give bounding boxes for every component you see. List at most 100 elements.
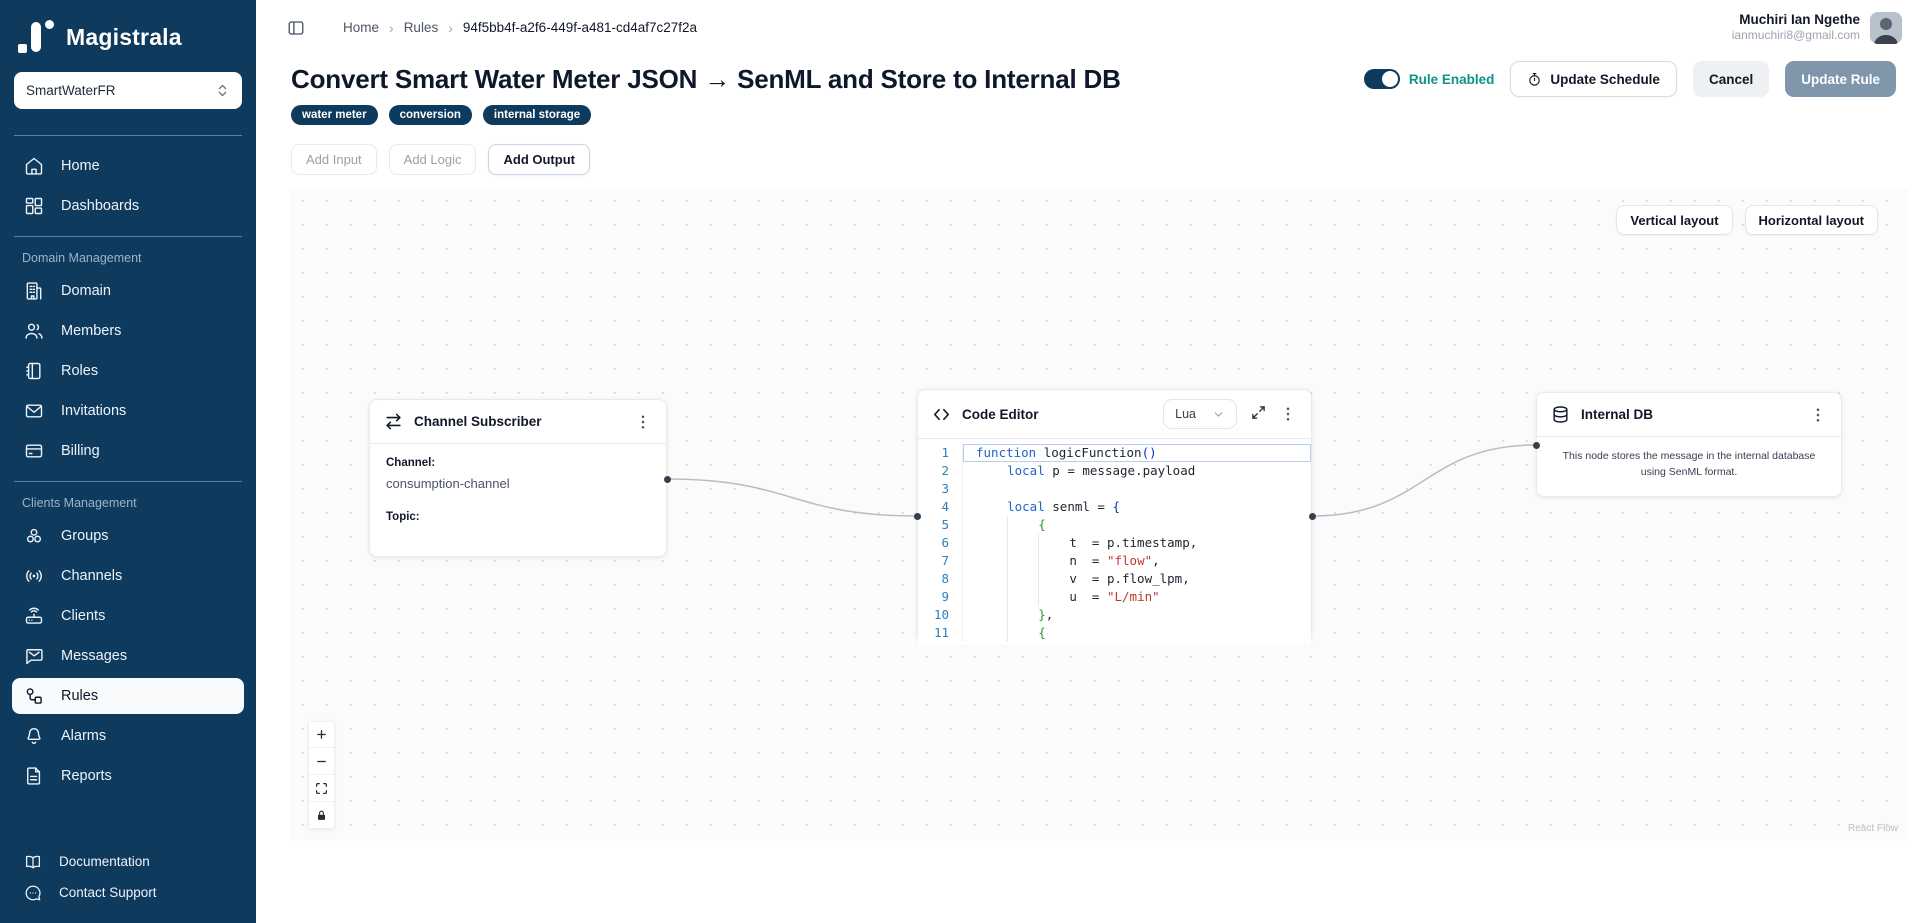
update-rule-button[interactable]: Update Rule [1785,61,1896,97]
sidebar-item-label: Contact Support [59,885,157,900]
code-line[interactable]: 11 { [918,624,1311,642]
handle-target-code-editor[interactable] [914,513,921,520]
sidebar-item-label: Channels [61,568,123,584]
code-line[interactable]: 9 u = "L/min" [918,588,1311,606]
kebab-menu-icon[interactable] [1809,406,1827,424]
sidebar-item-invitations[interactable]: Invitations [12,393,244,429]
update-schedule-button[interactable]: Update Schedule [1510,61,1677,97]
line-content: t = p.timestamp, [962,534,1311,552]
sidebar-item-label: Reports [61,768,112,784]
line-number: 8 [941,571,949,586]
react-flow-attribution[interactable]: React Flow [1847,823,1898,834]
expand-editor-button[interactable] [1248,404,1268,424]
sidebar-item-label: Documentation [59,854,150,869]
sidebar-item-members[interactable]: Members [12,313,244,349]
sidebar-item-documentation[interactable]: Documentation [12,847,244,876]
add-logic-button[interactable]: Add Logic [388,144,477,175]
sidebar-item-channels[interactable]: Channels [12,558,244,594]
kebab-menu-icon[interactable] [1279,405,1297,423]
line-content: local p = message.payload [962,462,1311,480]
line-content: { [962,516,1311,534]
sidebar-item-dashboards[interactable]: Dashboards [12,188,244,224]
vertical-layout-button[interactable]: Vertical layout [1616,205,1733,235]
node-internal-db[interactable]: Internal DB This node stores the message… [1536,392,1842,497]
add-input-button[interactable]: Add Input [291,144,377,175]
tags-row: water meter conversion internal storage [291,105,1896,125]
avatar-photo [1870,11,1902,44]
minus-icon [317,760,326,762]
chevrons-up-down-icon [218,84,227,97]
breadcrumb: Home › Rules › 94f5bb4f-a2f6-449f-a481-c… [343,20,697,36]
node-code-editor[interactable]: Code Editor Lua 1 function logicFunction(… [917,389,1312,645]
sidebar-item-label: Billing [61,443,100,459]
user-meta: Muchiri Ian Ngethe ianmuchiri8@gmail.com [1732,12,1860,44]
sidebar-item-rules[interactable]: Rules [12,678,244,714]
magistrala-logo-icon [18,18,54,56]
breadcrumb-rules[interactable]: Rules [403,20,439,35]
lock-icon [317,810,326,820]
code-editor-content[interactable]: 1 function logicFunction()2 local p = mes… [918,439,1311,645]
flow-controls [308,721,335,829]
horizontal-layout-button[interactable]: Horizontal layout [1744,205,1878,235]
line-number: 9 [941,589,949,604]
code-line[interactable]: 6 t = p.timestamp, [918,534,1311,552]
domain-selector[interactable]: SmartWaterFR [14,72,242,109]
sidebar-item-domain[interactable]: Domain [12,273,244,309]
line-content: function logicFunction() [962,444,1311,462]
lock-interactivity-button[interactable] [308,802,335,829]
sidebar-divider [14,135,242,136]
groups-icon [26,528,42,543]
rule-enabled-toggle[interactable]: Rule Enabled [1363,69,1494,89]
handle-source-channel-subscriber[interactable] [664,476,671,483]
node-channel-subscriber[interactable]: Channel Subscriber Channel: consumption-… [369,399,667,557]
sidebar-item-alarms[interactable]: Alarms [12,718,244,754]
main-area: Home › Rules › 94f5bb4f-a2f6-449f-a481-c… [256,0,1916,923]
logo[interactable]: Magistrala [12,14,244,70]
avatar[interactable] [1870,11,1902,44]
code-line[interactable]: 2 local p = message.payload [918,462,1311,480]
tag-water-meter: water meter [291,105,378,125]
flow-canvas[interactable]: Vertical layout Horizontal layout Channe… [291,189,1908,841]
node-title: Code Editor [962,406,1039,422]
handle-target-internal-db[interactable] [1533,442,1540,449]
code-line[interactable]: 7 n = "flow", [918,552,1311,570]
line-number: 4 [941,499,949,514]
kebab-menu-icon[interactable] [634,413,652,431]
user-block[interactable]: Muchiri Ian Ngethe ianmuchiri8@gmail.com [1732,11,1902,44]
head-actions: Rule Enabled Update Schedule Cancel Upda… [1363,61,1896,97]
sidebar-item-label: Alarms [61,728,107,744]
sidebar-item-roles[interactable]: Roles [12,353,244,389]
fit-view-button[interactable] [308,775,335,802]
code-line[interactable]: 1 function logicFunction() [918,444,1311,462]
sidebar-item-reports[interactable]: Reports [12,758,244,794]
sidebar-item-contact-support[interactable]: Contact Support [12,878,244,907]
add-output-button[interactable]: Add Output [488,144,590,175]
sidebar-item-clients[interactable]: Clients [12,598,244,634]
cancel-button[interactable]: Cancel [1692,61,1770,97]
breadcrumb-home[interactable]: Home [343,20,380,35]
sidebar-item-label: Dashboards [61,198,140,214]
line-number: 10 [933,607,949,622]
messages-icon [26,649,43,665]
zoom-out-button[interactable] [308,748,335,775]
zoom-in-button[interactable] [308,721,335,748]
code-line[interactable]: 8 v = p.flow_lpm, [918,570,1311,588]
arrow-right-left-icon [386,413,401,430]
sidebar-toggle-button[interactable] [283,15,309,41]
plus-icon [317,730,326,739]
sidebar-item-groups[interactable]: Groups [12,518,244,554]
code-line[interactable]: 10 }, [918,606,1311,624]
invitations-icon [25,404,43,418]
tag-conversion: conversion [388,105,472,125]
sidebar-item-home[interactable]: Home [12,148,244,184]
code-line[interactable]: 3 [918,480,1311,498]
toggle-switch[interactable] [1363,69,1400,89]
code-line[interactable]: 5 { [918,516,1311,534]
language-select[interactable]: Lua [1163,399,1237,429]
line-content: local senml = { [962,498,1311,516]
sidebar-item-messages[interactable]: Messages [12,638,244,674]
line-number: 1 [941,445,949,460]
code-line[interactable]: 4 local senml = { [918,498,1311,516]
sidebar-item-billing[interactable]: Billing [12,433,244,469]
handle-source-code-editor[interactable] [1309,513,1316,520]
